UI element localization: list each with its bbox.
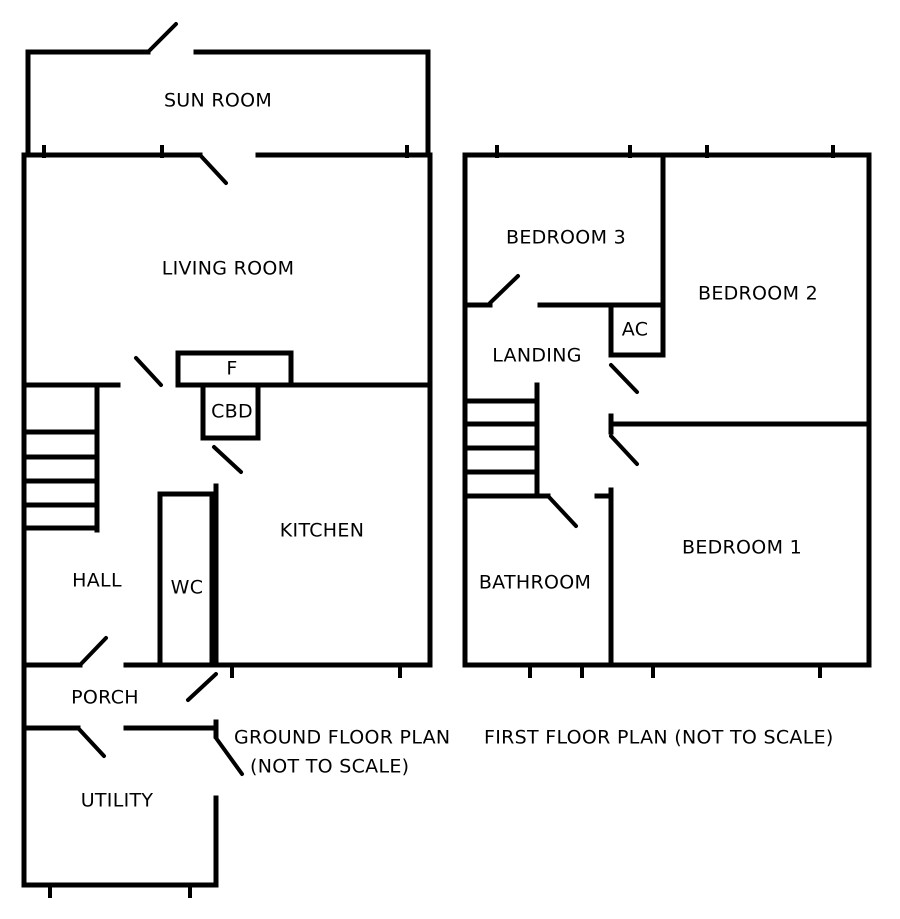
sun-room-walls xyxy=(25,22,431,158)
bathroom-label: BATHROOM xyxy=(479,572,591,594)
hall-label: HALL xyxy=(72,570,122,592)
ground-floor-stairs xyxy=(21,382,100,533)
wc-walls xyxy=(157,483,219,668)
first-floor-stairs xyxy=(462,382,578,528)
ground-floor-plan: SUN ROOM LIVING ROOM F CBD KITCHEN HALL … xyxy=(21,22,450,898)
porch-walls xyxy=(21,636,433,776)
utility-door xyxy=(76,726,106,758)
first-floor-caption: FIRST FLOOR PLAN (NOT TO SCALE) xyxy=(484,727,834,749)
airing-cupboard-label: AC xyxy=(622,319,649,341)
living-room-partitions xyxy=(21,350,433,474)
kitchen-label: KITCHEN xyxy=(280,520,364,542)
first-floor-outer-walls xyxy=(462,152,872,668)
porch-front-door xyxy=(214,736,244,776)
wc-label: WC xyxy=(171,577,204,599)
ground-floor-outer-walls xyxy=(21,152,433,888)
living-room-label: LIVING ROOM xyxy=(162,258,295,280)
kitchen-door xyxy=(212,445,243,474)
ground-floor-caption-line1: GROUND FLOOR PLAN xyxy=(234,727,450,749)
hall-living-door xyxy=(134,356,163,387)
bedroom-1-label: BEDROOM 1 xyxy=(682,537,802,559)
bedroom-partitions xyxy=(462,152,872,668)
landing-label: LANDING xyxy=(492,345,582,367)
bathroom-door xyxy=(546,494,578,528)
utility-label: UTILITY xyxy=(81,790,154,812)
airing-cupboard-box xyxy=(608,302,666,358)
cupboard-box xyxy=(200,382,261,441)
sun-room-label: SUN ROOM xyxy=(164,90,272,112)
cupboard-label: CBD xyxy=(211,401,253,423)
ground-floor-caption-line2: (NOT TO SCALE) xyxy=(250,756,409,778)
bedroom-2-door xyxy=(609,363,639,394)
hall-porch-door xyxy=(78,636,108,667)
bedroom-3-label: BEDROOM 3 xyxy=(506,227,626,249)
first-floor-plan: BEDROOM 3 BEDROOM 2 AC LANDING BEDROOM 1… xyxy=(462,145,872,749)
porch-side-door xyxy=(186,672,218,702)
bedroom-1-door xyxy=(609,434,639,466)
bedroom-3-door xyxy=(488,274,520,305)
porch-label: PORCH xyxy=(71,687,139,709)
bedroom-2-label: BEDROOM 2 xyxy=(698,283,818,305)
fireplace-label: F xyxy=(226,358,237,380)
living-room-door xyxy=(198,153,228,185)
first-floor-wall-ticks xyxy=(495,145,835,678)
sun-room-door xyxy=(146,22,178,54)
